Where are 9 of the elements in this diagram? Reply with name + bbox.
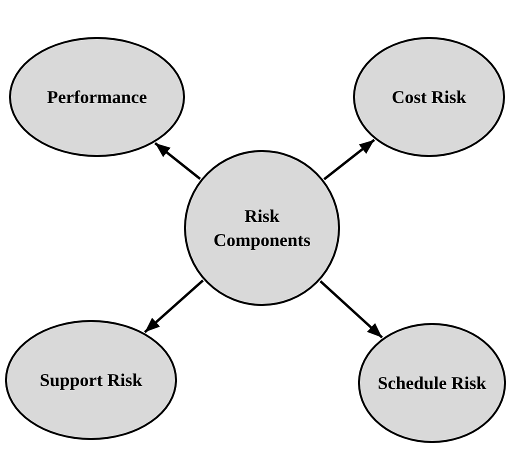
arrow [154,142,201,180]
node-label: Support Risk [40,368,142,392]
node-label: Risk Components [212,204,312,252]
arrow [323,138,376,180]
arrow [144,280,204,334]
node-label: Performance [47,86,147,109]
arrow [320,280,383,338]
node-label: Cost Risk [392,86,466,109]
node-label: Schedule Risk [378,372,486,395]
